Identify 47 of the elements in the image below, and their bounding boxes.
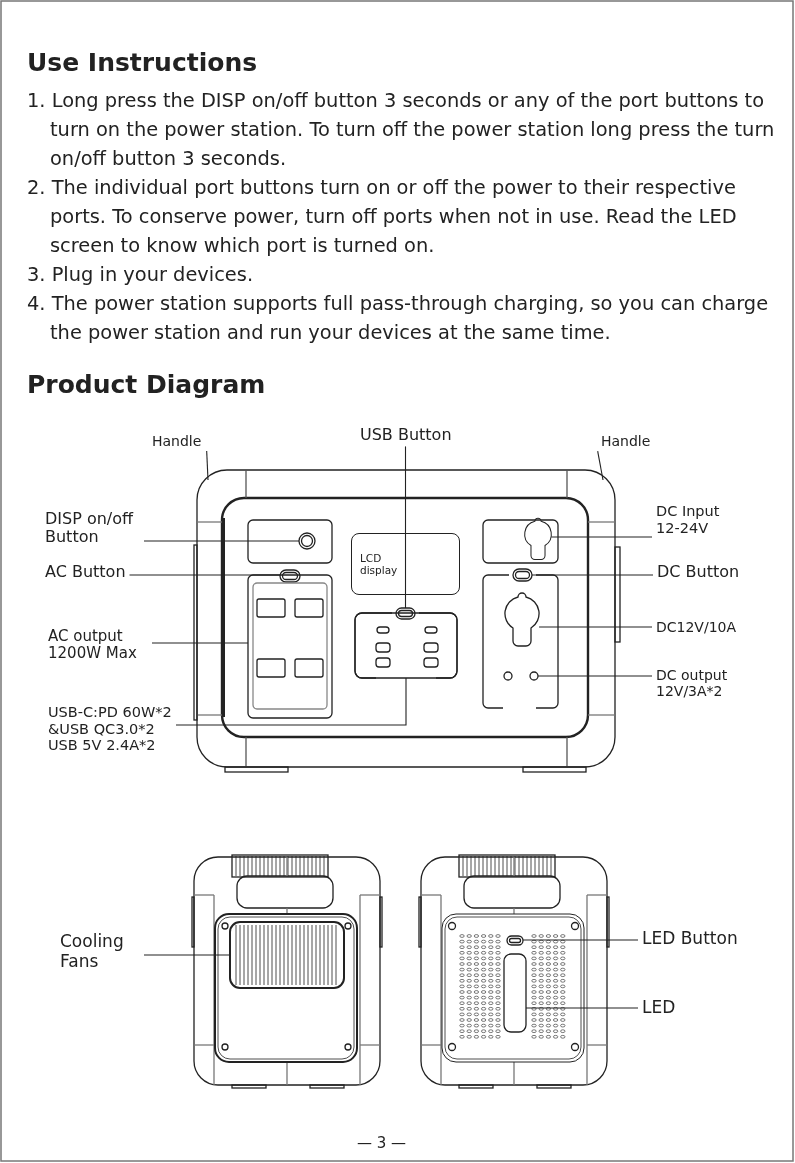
leader-line [175,677,407,726]
leader-line [404,445,407,609]
leader-line [206,450,209,481]
instruction-text: 2. The individual port buttons turn on or off the power to their respective ports. To conserve power, turn off ports when not in use. Read the LED screen to know which port is turned on. [27,175,738,259]
lcd-screen [351,533,460,595]
power-button [298,532,316,550]
screen-label: LCD display [360,552,399,577]
leader-line [522,939,639,941]
led-light [503,953,527,1033]
leader-line [525,1007,639,1009]
dc-output-port [529,671,539,681]
page-number: — 3 — [357,1135,407,1153]
push-button [506,935,524,946]
dc-socket-panel [504,592,540,647]
leader-line [531,574,654,576]
part-label: DISP on/off Button [45,510,140,547]
push-button [395,607,416,620]
instruction-text: 4. The power station supports full pass-through charging, so you can charge the power station and run your devices at the same time. [27,291,770,346]
section-heading: Product Diagram [27,370,266,399]
outlet-panel [247,574,333,719]
leader-line [143,540,300,542]
part-label: Handle [601,433,651,450]
push-button [512,568,533,582]
part-label: DC Input 12-24V [656,503,736,537]
part-label: Handle [152,433,202,450]
leader-line [538,626,653,628]
leader-line [151,642,249,644]
instruction-text: 1. Long press the DISP on/off button 3 seconds or any of the port buttons to turn on the power station. To turn off the power station long press the turn on/off button 3 seconds. [27,88,776,172]
part-label: USB Button [360,426,452,445]
part-label: DC output 12V/3A*2 [656,667,746,700]
part-label: LED Button [642,929,738,949]
usb-port-panel [354,612,458,679]
part-label: DC Button [657,563,740,582]
part-label: USB-C:PD 60W*2 &USB QC3.0*2 USB 5V 2.4A*2 [48,704,173,754]
part-label: DC12V/10A [656,619,737,636]
leader-line [143,954,231,956]
section-heading: Use Instructions [27,48,258,77]
part-label: AC Button [45,563,126,582]
instruction-text: 3. Plug in your devices. [27,262,255,288]
leader-line [550,536,653,538]
fan-grille [229,921,345,989]
part-label: LED [642,998,676,1018]
dc-input-socket [524,517,552,560]
leader-line [537,675,653,677]
part-label: AC output 1200W Max [48,628,148,663]
part-label: Cooling Fans [60,932,140,972]
leader-line [597,450,604,481]
